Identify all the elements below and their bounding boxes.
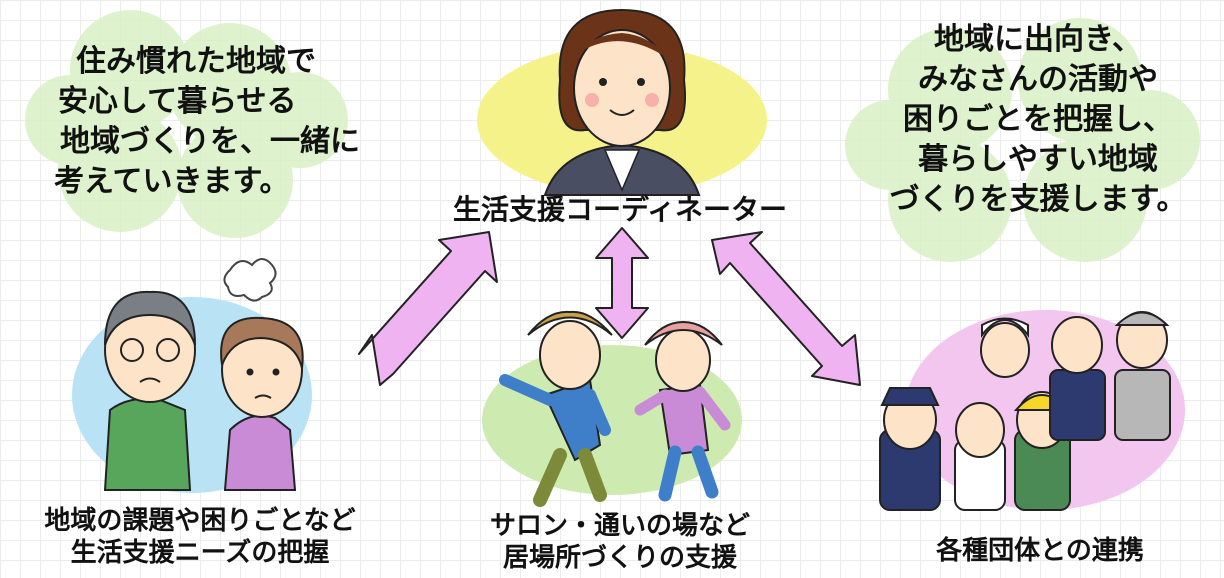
places-caption-line: サロン・通いの場など [489,511,750,541]
arrow-coordinator-to-partners [711,231,861,386]
left-message-line: 地域づくりを、一緒に [60,124,360,159]
partners-caption: 各種団体との連携 [890,535,1190,567]
needs-caption: 地域の課題や困りごとなど 生活支援ニーズの把握 [0,505,400,569]
clover-decoration-right [845,18,1200,262]
arrow-coordinator-to-places [595,227,649,339]
places-caption: サロン・通いの場など 居場所づくりの支援 [460,510,780,574]
elderly-couple-illustration [103,258,304,491]
right-message-line: みなさんの活動や [918,62,1158,97]
coordinator-illustration [543,8,701,196]
right-message-line: 困りごとを把握し、 [903,102,1173,137]
left-message-line: 考えていきます。 [54,164,290,199]
professionals-group-illustration [879,311,1171,511]
places-caption-line: 居場所づくりの支援 [502,543,737,573]
coordinator-label: 生活支援コーディネーター [452,193,788,226]
right-message-line: 地域に出向き、 [934,22,1142,57]
right-message-line: 暮らしやすい地域 [918,142,1158,177]
left-message-line: 安心して暮らせる [58,84,297,119]
clover-decoration-left [25,10,348,238]
walking-seniors-illustration [499,310,731,507]
left-message-line: 住み慣れた地域で [76,44,316,79]
left-message: 住み慣れた地域で 安心して暮らせる 地域づくりを、一緒に 考えていきます。 [48,42,388,202]
partners-caption-line: 各種団体との連携 [936,536,1144,566]
right-message-line: づくりを支援します。 [889,182,1187,217]
arrow-coordinator-to-needs [358,231,498,386]
needs-caption-line: 地域の課題や困りごとなど [44,506,356,536]
needs-caption-line: 生活支援ニーズの把握 [70,538,330,568]
right-message: 地域に出向き、 みなさんの活動や 困りごとを把握し、 暮らしやすい地域 づくりを… [858,20,1218,220]
